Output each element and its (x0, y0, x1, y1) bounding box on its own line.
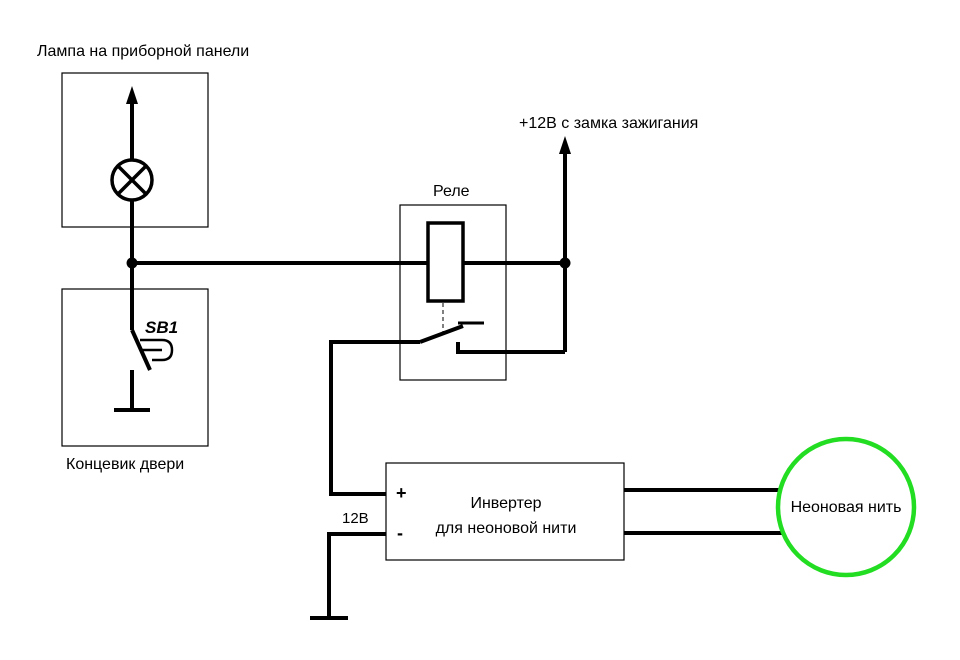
inverter-plus-label: + (396, 483, 407, 503)
relay-box (399, 204, 507, 381)
ignition-arrow-up-icon (559, 136, 571, 154)
ground-wire (327, 532, 386, 618)
voltage-label: 12В (342, 510, 369, 527)
inverter-label-line2: для неоновой нити (436, 520, 577, 537)
neon-wire-ring-icon (775, 436, 917, 578)
lamp-icon (110, 158, 154, 202)
door-switch-sb1-icon (114, 263, 174, 412)
lamp-panel-box (61, 72, 209, 228)
inverter-minus-label: - (397, 523, 403, 543)
inverter-label-line1: Инвертер (470, 495, 541, 512)
relay-coil-icon (426, 221, 465, 303)
neon-label: Неоновая нить (791, 499, 902, 516)
switch-ref-label: SB1 (145, 318, 178, 337)
lamp-title: Лампа на приборной панели (37, 43, 249, 60)
relay-label: Реле (433, 183, 470, 200)
ignition-label: +12В с замка зажигания (519, 115, 698, 132)
door-switch-box (61, 288, 209, 447)
relay-to-inverter-wire (329, 340, 420, 496)
inverter-box (385, 462, 625, 561)
door-switch-label: Концевик двери (66, 456, 184, 473)
lamp-arrow-up-icon (126, 86, 138, 104)
relay-contact-icon (419, 303, 484, 354)
